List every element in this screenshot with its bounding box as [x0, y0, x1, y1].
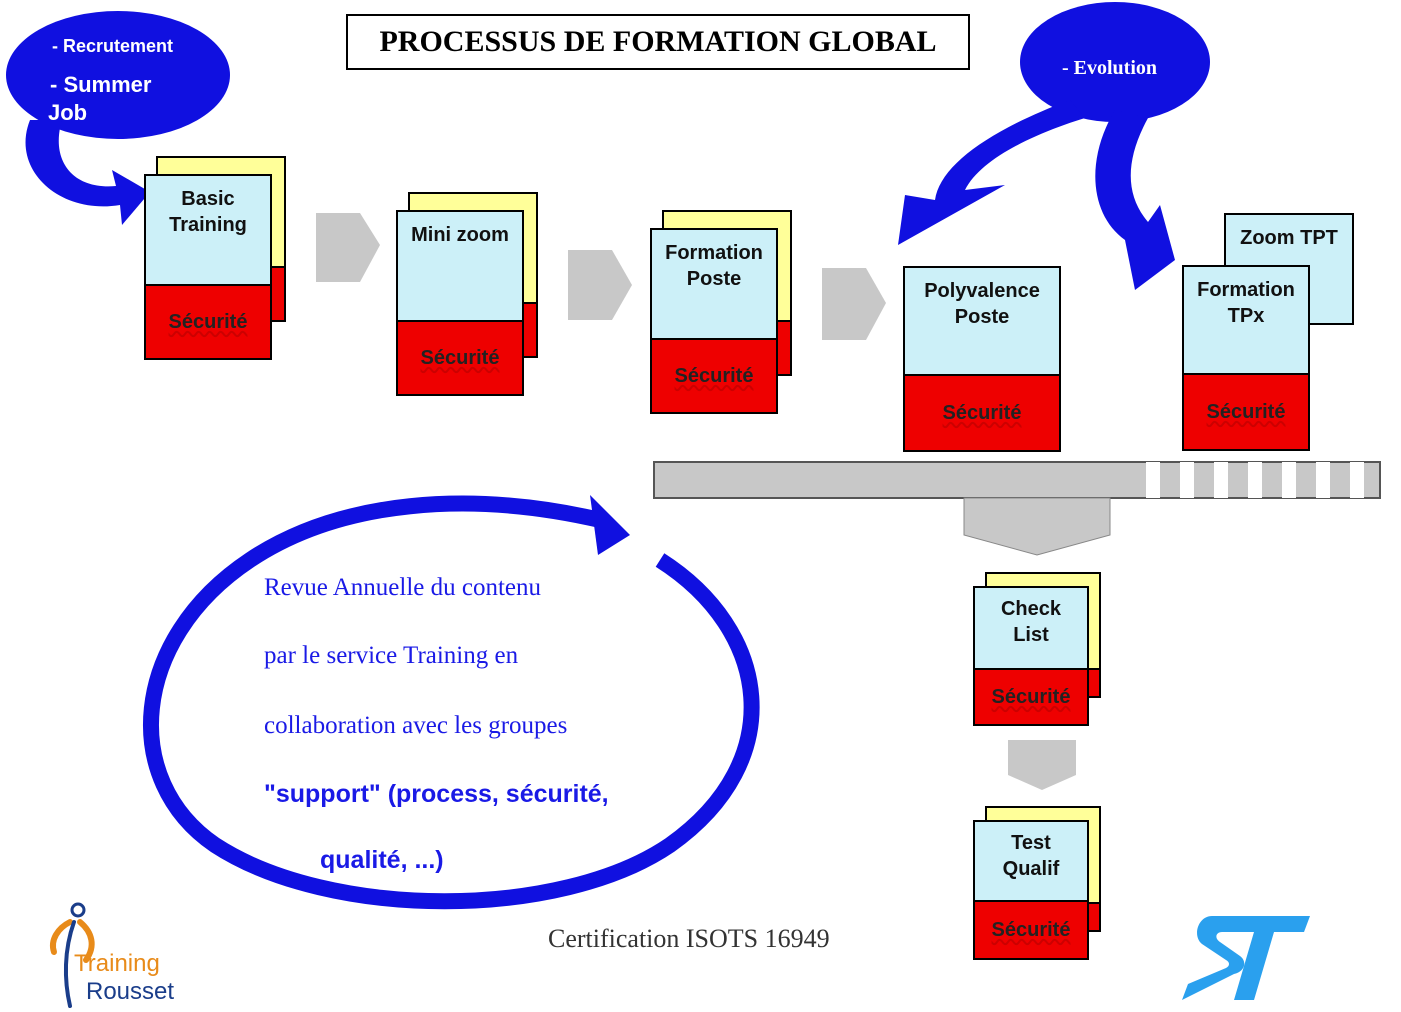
- step-label: Mini zoom: [411, 224, 509, 246]
- security-label: Sécurité: [168, 310, 248, 333]
- review-line-1: Revue Annuelle du contenu: [264, 574, 542, 601]
- review-line-3: collaboration avec les groupes: [264, 712, 568, 739]
- step-formation-poste: Formation Poste Sécurité: [650, 210, 792, 414]
- step-test-qualif: Test Qualif Sécurité: [973, 806, 1101, 960]
- step-formation-tpx: Zoom TPT Formation TPx Sécurité: [1182, 213, 1354, 451]
- arrow-evolution-left: [898, 100, 1085, 245]
- step-label: Polyvalence Poste: [924, 280, 1040, 328]
- review-line-4: "support" (process, sécurité,: [264, 780, 609, 808]
- review-line-5: qualité, ...): [320, 846, 444, 874]
- certification-text: Certification ISOTS 16949: [548, 924, 830, 953]
- step-polyvalence-poste: Polyvalence Poste Sécurité: [903, 266, 1061, 452]
- bubble-left-label-1: - Recrutement: [52, 36, 174, 56]
- security-label: Sécurité: [420, 346, 500, 369]
- progress-bar: [653, 461, 1381, 499]
- logo-training-text: Training: [74, 950, 160, 977]
- page-title: PROCESSUS DE FORMATION GLOBAL: [346, 14, 970, 70]
- step-chevron-1: [316, 213, 380, 282]
- step-mini-zoom: Mini zoom Sécurité: [396, 192, 538, 396]
- step-check-list: Check List Sécurité: [973, 572, 1101, 726]
- review-cycle-arc: [143, 495, 760, 910]
- step-label: Formation Poste: [665, 242, 763, 290]
- bubble-left-shape: [6, 11, 230, 139]
- review-cycle-arrowhead: [590, 495, 630, 555]
- training-logo-figure-icon: [50, 902, 95, 1008]
- arrow-evolution-right: [1095, 110, 1175, 290]
- step-chevron-3: [822, 268, 886, 340]
- security-label: Sécurité: [674, 364, 754, 387]
- bubble-left-label-3: Job: [48, 100, 88, 125]
- bubble-left-label-2: - Summer: [50, 72, 152, 97]
- zoom-tpt-label: Zoom TPT: [1240, 227, 1338, 249]
- down-chevron-2: [1008, 740, 1076, 790]
- step-label: Test Qualif: [1002, 832, 1060, 880]
- security-label: Sécurité: [991, 918, 1071, 941]
- progress-bar-stripes: [1146, 462, 1364, 498]
- security-label: Sécurité: [1206, 400, 1286, 423]
- step-chevron-2: [568, 250, 632, 320]
- bubble-right-label: - Evolution: [1062, 57, 1158, 79]
- step-label: Formation TPx: [1197, 279, 1295, 327]
- training-rousset-logo: Training Rousset: [40, 900, 200, 1008]
- step-basic-training: Basic Training Sécurité: [144, 156, 286, 360]
- bubble-right-shape: [1020, 2, 1210, 122]
- step-label: Basic Training: [169, 188, 247, 236]
- security-label: Sécurité: [991, 685, 1071, 708]
- security-label: Sécurité: [942, 401, 1022, 424]
- st-logo: ST: [1182, 912, 1312, 1004]
- step-label: Check List: [1000, 598, 1062, 646]
- down-chevron-1: [963, 497, 1111, 556]
- st-logo-icon: [1182, 916, 1310, 1000]
- logo-rousset-text: Rousset: [86, 978, 175, 1005]
- review-line-2: par le service Training en: [264, 642, 519, 669]
- arrow-recruitment: [25, 120, 150, 225]
